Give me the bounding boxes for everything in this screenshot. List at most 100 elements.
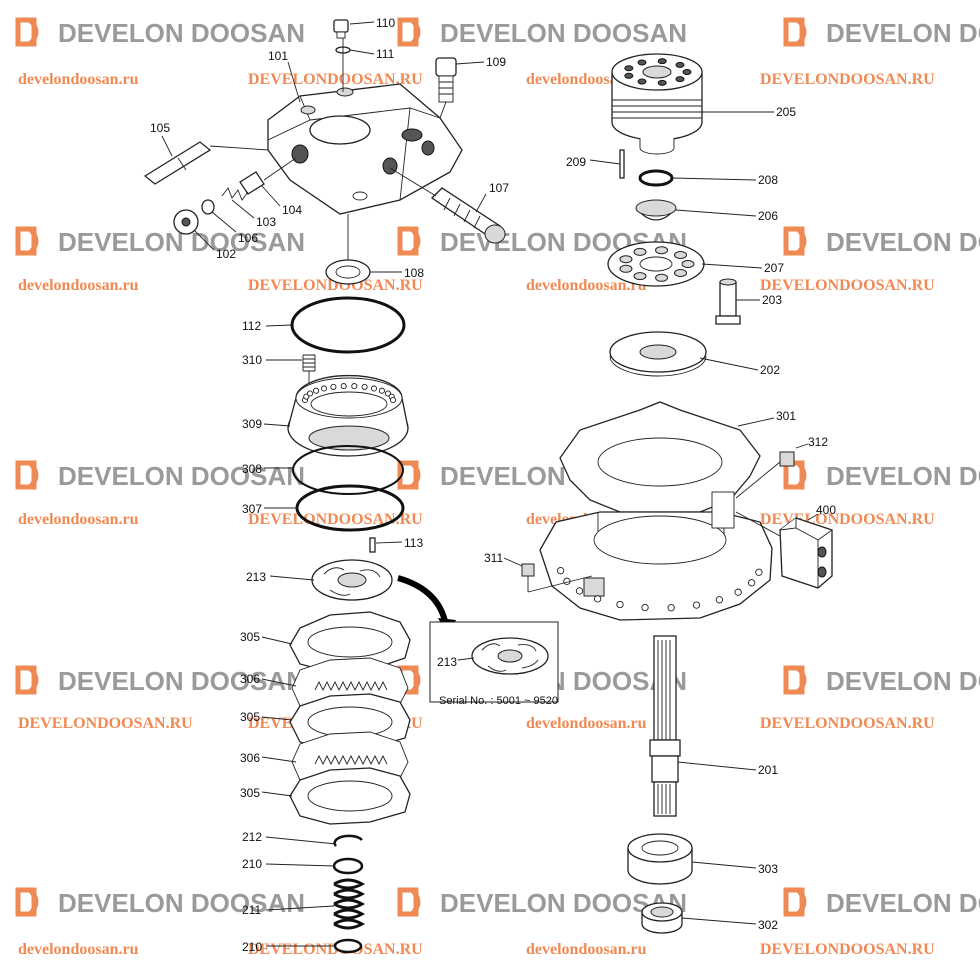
part-number-label: 101 xyxy=(268,49,288,63)
watermark-url: DEVELONDOOSAN.RU xyxy=(248,511,423,528)
piston-hole xyxy=(320,385,328,392)
part-305-306-disc-stack xyxy=(289,611,411,825)
part-number-label: 210 xyxy=(242,940,262,954)
part-number-label: 104 xyxy=(282,203,302,217)
part-309-piston xyxy=(287,374,409,457)
watermark-url: DEVELONDOOSAN.RU xyxy=(760,277,935,294)
watermark-url: DEVELONDOOSAN.RU xyxy=(760,71,935,88)
part-number-label: 400 xyxy=(816,503,836,517)
flange-bolt-hole xyxy=(641,603,649,612)
part-number-label: 208 xyxy=(758,173,778,187)
part-number-label: 212 xyxy=(242,830,262,844)
plate-hole xyxy=(619,255,633,264)
bore-hole xyxy=(657,58,667,65)
watermark-logo xyxy=(397,226,421,256)
bore-hole xyxy=(682,69,692,75)
part-number-label: 112 xyxy=(242,319,261,333)
part-211-spring xyxy=(333,878,366,930)
watermark-logo xyxy=(783,460,807,490)
part-number-label: 111 xyxy=(376,47,395,61)
plate-hole xyxy=(633,247,647,256)
part-number-label: 305 xyxy=(240,630,260,644)
bore-hole xyxy=(675,76,685,83)
inset-part-label: 213 xyxy=(437,655,457,669)
watermark-layer: DEVELON DOOSAN DEVELON DOOSAN DEVELON DOOS… xyxy=(15,17,980,958)
watermark-url: develondoosan.ru xyxy=(18,511,139,528)
part-number-label: 209 xyxy=(566,155,586,169)
part-number-label: 302 xyxy=(758,918,778,932)
part-number-label: 207 xyxy=(764,261,784,275)
part-number-label: 210 xyxy=(242,857,262,871)
watermark-brand: DEVELON DOOSAN xyxy=(826,227,980,257)
watermark-logo xyxy=(15,460,39,490)
watermark-url: develondoosan.ru xyxy=(18,71,139,88)
watermark-url: develondoosan.ru xyxy=(18,277,139,294)
piston-hole xyxy=(340,383,347,390)
part-number-label: 305 xyxy=(240,786,260,800)
part-310-spring xyxy=(302,354,316,372)
watermark-brand: DEVELON DOOSAN xyxy=(440,18,687,48)
part-number-label: 303 xyxy=(758,862,778,876)
watermark-logo xyxy=(783,17,807,47)
watermark-brand: DEVELON DOOSAN xyxy=(58,888,305,918)
part-208-ring xyxy=(638,169,674,187)
piston-hole xyxy=(370,385,378,392)
bore-hole xyxy=(624,65,634,72)
part-303-bearing xyxy=(627,833,693,885)
part-302-oil-seal xyxy=(641,902,683,934)
plate-hole xyxy=(619,264,633,273)
part-number-label: 205 xyxy=(776,105,796,119)
piston-hole xyxy=(384,390,392,397)
part-107-relief-valve xyxy=(430,187,506,244)
part-number-label: 203 xyxy=(762,293,782,307)
part-308-oring xyxy=(292,445,404,495)
part-number-label: 105 xyxy=(150,121,170,135)
inset-serial-note: Serial No. : 5001 ~ 9520 xyxy=(439,695,558,707)
flange-bolt-hole xyxy=(755,568,763,576)
bore-hole xyxy=(637,59,647,66)
plate-hole xyxy=(655,246,669,255)
part-number-label: 201 xyxy=(758,763,778,777)
plate-hole xyxy=(681,260,695,268)
watermark-logo xyxy=(15,17,39,47)
piston-hole xyxy=(389,396,397,404)
bore-hole xyxy=(637,78,647,85)
watermark-logo xyxy=(15,665,39,695)
watermark-url: develondoosan.ru xyxy=(18,941,139,958)
part-number-label: 202 xyxy=(760,363,780,377)
watermark-url: DEVELONDOOSAN.RU xyxy=(760,715,935,732)
part-201-drive-shaft xyxy=(649,635,681,817)
watermark-brand: DEVELON DOOSAN xyxy=(826,18,980,48)
flange-bolt-hole xyxy=(692,601,701,609)
part-number-label: 211 xyxy=(242,903,261,917)
part-number-label: 312 xyxy=(808,435,828,449)
watermark-brand: DEVELON DOOSAN xyxy=(826,888,980,918)
watermark-logo xyxy=(15,887,39,917)
part-number-label: 310 xyxy=(242,353,262,367)
flange-bolt-hole xyxy=(593,595,602,603)
flange-bolt-hole xyxy=(556,567,565,575)
part-212-snap-ring xyxy=(333,834,363,847)
part-number-label: 109 xyxy=(486,55,506,69)
part-number-label: 305 xyxy=(240,710,260,724)
part-210-washer-top xyxy=(332,857,364,875)
inset-box xyxy=(429,621,559,703)
part-number-label: 102 xyxy=(216,247,236,261)
part-113-pin xyxy=(369,537,376,553)
part-112-oring xyxy=(290,296,406,354)
part-number-label: 306 xyxy=(240,672,260,686)
part-301-casing xyxy=(539,401,773,621)
part-209-pin xyxy=(619,149,625,179)
plate-hole xyxy=(633,272,647,281)
watermark-logo xyxy=(783,226,807,256)
part-312-plug xyxy=(779,451,795,467)
plate-hole xyxy=(674,251,688,260)
flange-bolt-hole xyxy=(734,588,742,596)
watermark-logo xyxy=(397,17,421,47)
part-104-plug xyxy=(239,171,265,195)
part-203-piston xyxy=(715,278,741,325)
part-number-label: 113 xyxy=(404,536,423,550)
watermark-brand: DEVELON DOOSAN xyxy=(58,666,305,696)
leader-lines xyxy=(161,21,819,947)
flange-bolt-hole xyxy=(715,596,723,604)
